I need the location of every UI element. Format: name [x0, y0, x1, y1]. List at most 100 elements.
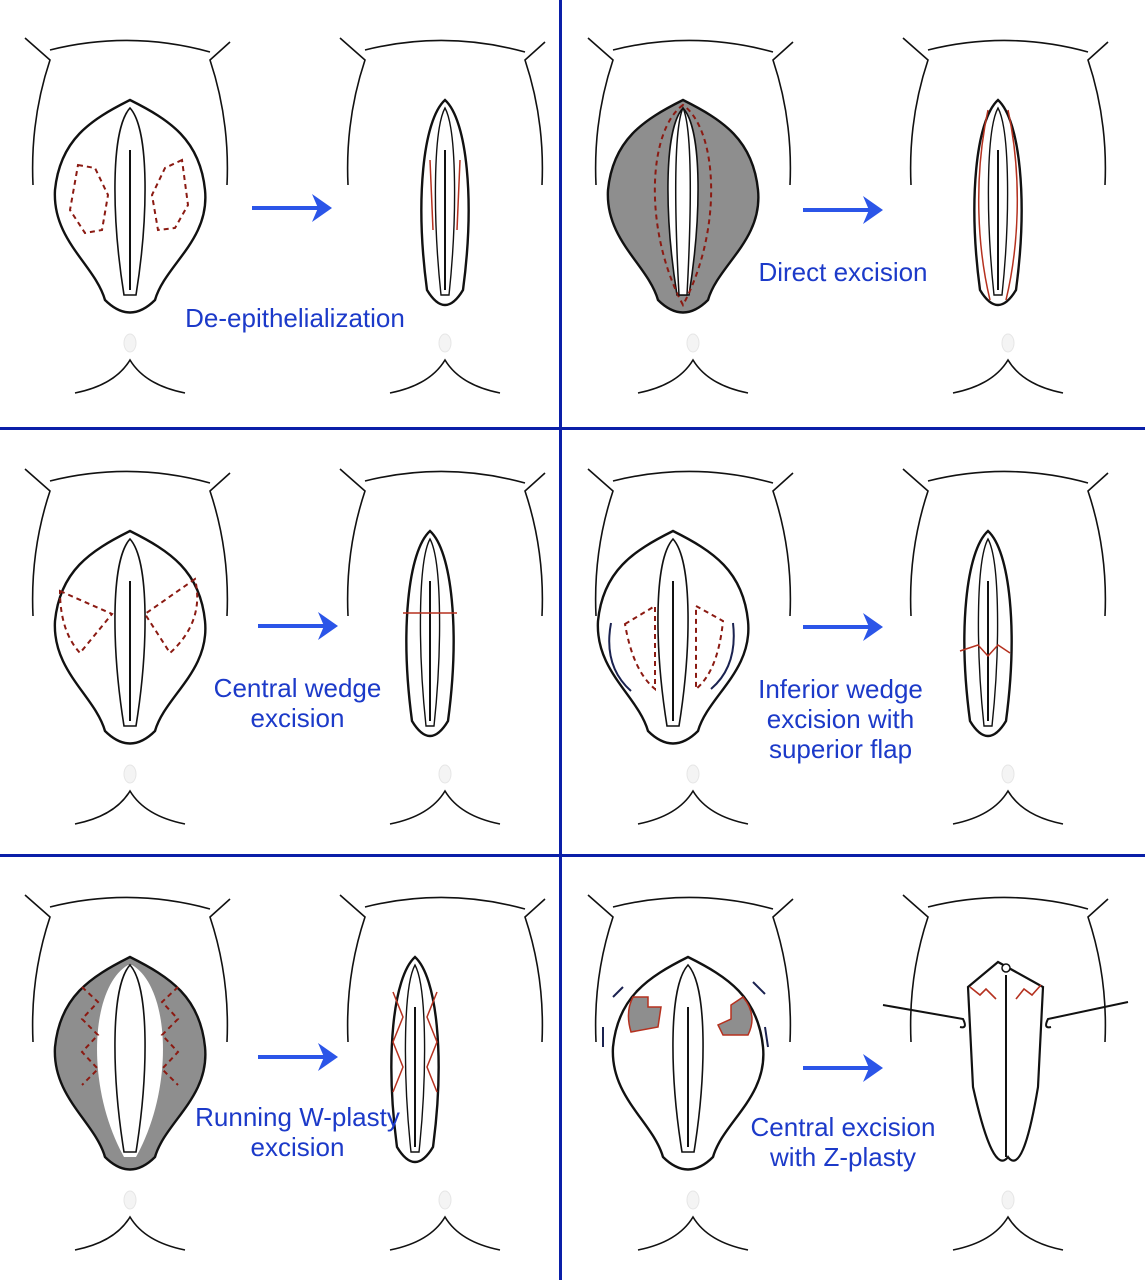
vertical-divider — [559, 0, 562, 1280]
panel-direct-excision: Direct excision — [563, 0, 1145, 428]
labia-inner-reduced — [419, 537, 441, 727]
abdomen-line — [49, 896, 211, 910]
abdomen-line — [49, 39, 211, 53]
panel-illustration — [24, 37, 546, 394]
anus-mark — [438, 1190, 452, 1210]
gluteal-line — [74, 358, 186, 394]
anus-mark — [438, 764, 452, 784]
right-thigh-line — [524, 41, 546, 186]
panel-illustration — [587, 37, 1109, 394]
right-thigh-line — [772, 41, 794, 186]
abdomen-line — [364, 896, 526, 910]
panel-illustration — [24, 894, 546, 1251]
left-thigh-line — [902, 37, 929, 186]
gluteal-line — [952, 358, 1064, 394]
technique-label: Direct excision — [758, 257, 928, 287]
right-thigh-line — [772, 472, 794, 617]
left-thigh-line — [24, 468, 51, 617]
rotation-arrows-left — [602, 986, 624, 1047]
z-plasty-suture-line — [969, 984, 1042, 1000]
deepithelialized-patch-right — [150, 158, 190, 232]
panel-central-wedge-excision: Central wedge excision — [0, 431, 560, 854]
inferior-wedge-right — [695, 604, 725, 692]
anus-mark — [123, 1190, 137, 1210]
inferior-wedge-left — [623, 604, 656, 692]
clitoris — [1001, 963, 1011, 973]
abdomen-line — [612, 896, 774, 910]
left-thigh-line — [339, 894, 366, 1043]
abdomen-line — [364, 470, 526, 484]
technique-label: De-epithelialization — [185, 303, 405, 333]
labia-inner — [114, 963, 146, 1153]
gluteal-line — [74, 789, 186, 825]
anus-mark — [1001, 764, 1015, 784]
panel-illustration — [587, 894, 1129, 1251]
gluteal-line — [74, 1215, 186, 1251]
gluteal-line — [389, 1215, 501, 1251]
left-thigh-line — [339, 37, 366, 186]
gluteal-line — [952, 1215, 1064, 1251]
wedge-excision-left — [58, 589, 114, 655]
right-thigh-line — [772, 898, 794, 1043]
abdomen-line — [927, 470, 1089, 484]
suture-line — [959, 644, 1011, 658]
deepithelialized-patch-left — [68, 163, 110, 235]
panel-de-epithelialization: De-epithelialization — [0, 0, 560, 428]
right-thigh-line — [524, 898, 546, 1043]
anus-mark — [686, 333, 700, 353]
abdomen-line — [49, 470, 211, 484]
labia-inner-reduced — [987, 106, 1009, 296]
right-thigh-line — [1087, 41, 1109, 186]
abdomen-line — [927, 896, 1089, 910]
flap-rotation-arrow-right — [710, 622, 735, 690]
labia-inner-reduced — [404, 963, 426, 1153]
panel-central-excision-z-plasty: Central excision with Z-plasty — [563, 857, 1145, 1280]
left-thigh-line — [902, 468, 929, 617]
w-plasty-incision-left — [80, 986, 100, 1086]
panel-inferior-wedge-excision: Inferior wedge excision with superior fl… — [563, 431, 1145, 854]
left-thigh-line — [587, 37, 614, 186]
flap-rotation-arrow-left — [608, 622, 632, 692]
panel-running-w-plasty: Running W-plasty excision — [0, 857, 560, 1280]
abdomen-line — [612, 39, 774, 53]
suture-line-left — [429, 159, 434, 231]
w-plasty-incision-right — [160, 986, 180, 1086]
right-thigh-line — [1087, 898, 1109, 1043]
anus-mark — [686, 1190, 700, 1210]
left-thigh-line — [24, 894, 51, 1043]
abdomen-line — [927, 39, 1089, 53]
horizontal-divider-bottom — [0, 854, 1145, 857]
gluteal-line — [637, 1215, 749, 1251]
rotation-arrows-right — [752, 981, 769, 1048]
technique-label: Central excision with Z-plasty — [750, 1112, 936, 1172]
transition-arrow-head — [863, 1054, 883, 1082]
labia-inner — [674, 106, 692, 296]
left-thigh-line — [587, 894, 614, 1043]
transition-arrow-head — [863, 196, 883, 224]
gluteal-line — [952, 789, 1064, 825]
z-plasty-flap-right — [716, 996, 753, 1036]
panel-illustration — [587, 468, 1109, 825]
labia-inner-reduced — [977, 537, 999, 727]
technique-label: Central wedge excision — [213, 673, 382, 733]
left-thigh-line — [902, 894, 929, 1043]
left-thigh-line — [24, 37, 51, 186]
gluteal-line — [389, 358, 501, 394]
left-thigh-line — [587, 468, 614, 617]
horizontal-divider-top — [0, 427, 1145, 430]
anus-mark — [1001, 333, 1015, 353]
gluteal-line — [637, 789, 749, 825]
transition-arrow-head — [312, 194, 332, 222]
gluteal-line — [389, 789, 501, 825]
transition-arrow-head — [318, 1043, 338, 1071]
incision-line — [653, 103, 713, 308]
abdomen-line — [364, 39, 526, 53]
retractor-hook-left — [882, 1004, 966, 1029]
anus-mark — [123, 764, 137, 784]
transition-arrow-head — [318, 612, 338, 640]
w-plasty-suture-lines — [392, 991, 438, 1093]
technique-label: Running W-plasty excision — [195, 1102, 400, 1162]
anus-mark — [438, 333, 452, 353]
right-thigh-line — [209, 472, 231, 617]
